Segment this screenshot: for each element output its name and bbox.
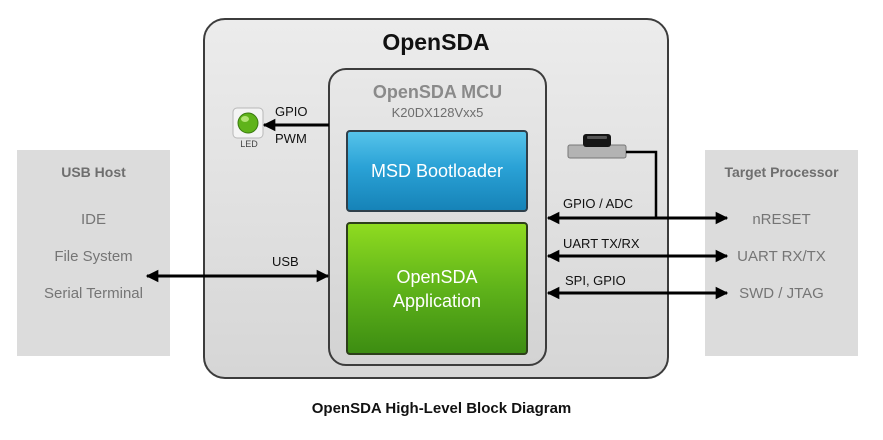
- msd-bootloader-block: MSD Bootloader: [346, 130, 528, 212]
- target-item-uart: UART RX/TX: [737, 248, 826, 265]
- gpio-label: GPIO: [275, 104, 308, 119]
- target-processor-panel: Target Processor nRESET UART RX/TX SWD /…: [705, 150, 858, 356]
- usb-label: USB: [272, 254, 299, 269]
- diagram-caption: OpenSDA High-Level Block Diagram: [311, 400, 572, 417]
- reset-button-icon: [567, 134, 627, 159]
- mcu-part-number: K20DX128Vxx5: [391, 105, 484, 120]
- usb-host-title: USB Host: [61, 164, 126, 180]
- usb-host-item-file-system: File System: [54, 248, 133, 265]
- gpio-adc-label: GPIO / ADC: [563, 196, 634, 211]
- pwm-label: PWM: [275, 131, 307, 146]
- mcu-title: OpenSDA MCU: [372, 82, 503, 102]
- uart-label: UART TX/RX: [563, 236, 640, 251]
- led-label: LED: [240, 139, 258, 149]
- target-item-swd-jtag: SWD / JTAG: [739, 285, 824, 302]
- opensda-application-block: OpenSDA Application: [346, 222, 528, 355]
- usb-host-item-serial-terminal: Serial Terminal: [44, 285, 143, 302]
- reset-wire: [626, 150, 658, 218]
- opensda-application-label: OpenSDA Application: [392, 266, 482, 311]
- usb-host-panel: USB Host IDE File System Serial Terminal: [17, 150, 170, 356]
- led-icon: [232, 107, 264, 139]
- target-processor-title: Target Processor: [724, 164, 839, 180]
- spi-gpio-label: SPI, GPIO: [565, 273, 626, 288]
- usb-host-item-ide: IDE: [80, 211, 106, 228]
- opensda-title: OpenSDA: [382, 29, 490, 55]
- target-item-nreset: nRESET: [752, 211, 811, 228]
